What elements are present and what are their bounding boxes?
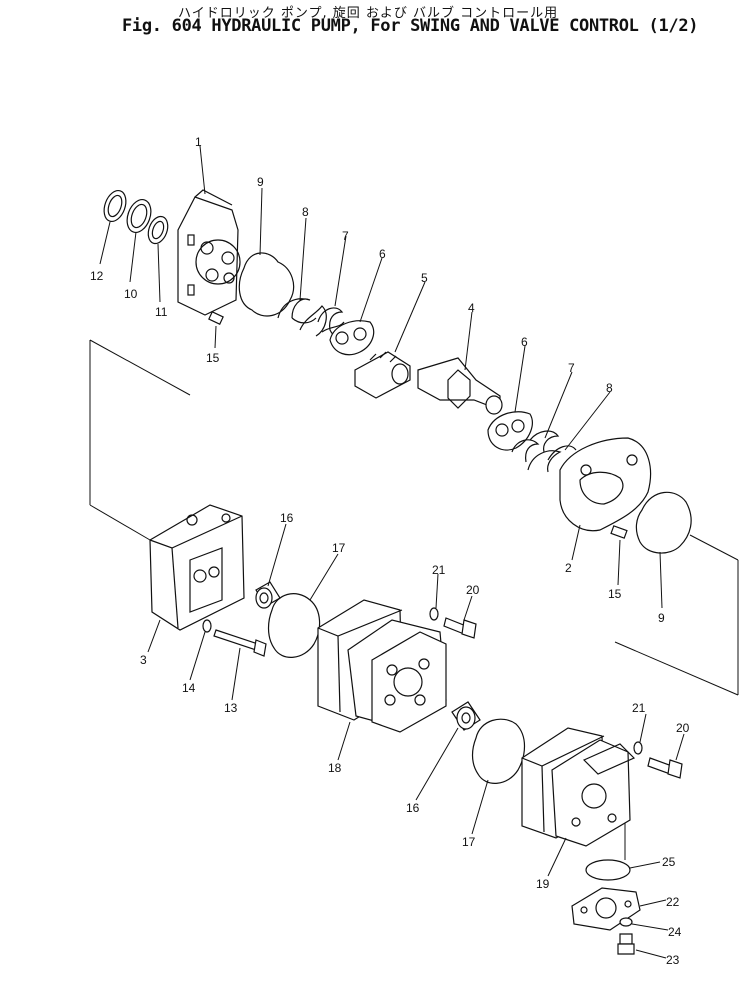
part-16-bearing-upper: [255, 581, 281, 609]
callout-21-upper: 21: [432, 563, 446, 577]
callout-20-lower: 20: [676, 721, 690, 735]
part-1-front-cover: [177, 189, 241, 316]
callout-12: 12: [90, 269, 104, 283]
part-4-driven-shaft: [417, 357, 503, 415]
part-6-plate-upper: [329, 320, 375, 356]
part-19-valve-body: [521, 727, 636, 847]
part-12-snap-ring: [103, 189, 127, 223]
callout-6-upper: 6: [379, 247, 386, 261]
part-21-washer-upper: [429, 607, 439, 621]
callout-14: 14: [182, 681, 196, 695]
callout-8-lower: 8: [606, 381, 613, 395]
callout-3: 3: [140, 653, 147, 667]
part-10-oil-seal: [126, 198, 152, 234]
part-5-drive-gear: [354, 351, 411, 399]
callout-9-upper: 9: [257, 175, 264, 189]
callout-10: 10: [124, 287, 138, 301]
part-3-flange-body: [149, 504, 245, 631]
part-21-washer-lower: [633, 741, 643, 755]
part-15-dowel-pin-upper: [208, 311, 224, 325]
title-japanese: ハイドロリック ポンプ, 旋回 および バルブ コントロール用: [178, 6, 559, 21]
part-14-washer: [202, 619, 212, 633]
callout-4: 4: [468, 301, 475, 315]
leader-lines: [99, 145, 685, 959]
callout-17-lower: 17: [462, 835, 476, 849]
callout-17-upper: 17: [332, 541, 346, 555]
part-11-ring: [147, 215, 169, 245]
part-7-seal-lower: [511, 430, 560, 463]
callout-11: 11: [155, 305, 168, 319]
callout-22: 22: [666, 895, 680, 909]
callout-16-upper: 16: [280, 511, 294, 525]
part-8-backup-ring-lower: [527, 445, 577, 473]
part-17-gasket-upper: [267, 593, 321, 658]
callout-19: 19: [536, 877, 550, 891]
part-13-bolt: [213, 629, 267, 657]
part-16-bearing-lower: [451, 701, 481, 731]
callout-7-lower: 7: [568, 361, 575, 375]
callout-25: 25: [662, 855, 676, 869]
callout-6-lower: 6: [521, 335, 528, 349]
callout-24: 24: [668, 925, 682, 939]
callout-20-upper: 20: [466, 583, 480, 597]
callout-16-lower: 16: [406, 801, 420, 815]
part-9-gasket-upper: [238, 252, 295, 317]
part-20-bolt-lower: [647, 757, 683, 779]
part-18-pump-body: [317, 599, 447, 733]
callout-labels: 1 2 3 4 5 6 6 7 7 8 8 9 9 10 11 12 13 14…: [90, 135, 690, 967]
callout-5: 5: [421, 271, 428, 285]
callout-15-lower: 15: [608, 587, 622, 601]
part-20-bolt-upper: [443, 617, 477, 639]
callout-15-upper: 15: [206, 351, 220, 365]
part-15-dowel-pin-lower: [610, 525, 628, 539]
callout-18: 18: [328, 761, 342, 775]
callout-8-upper: 8: [302, 205, 309, 219]
title-english: Fig. 604 HYDRAULIC PUMP, For SWING AND V…: [122, 16, 699, 36]
callout-9-lower: 9: [658, 611, 665, 625]
callout-7-upper: 7: [342, 229, 349, 243]
part-6-plate-lower: [487, 411, 533, 451]
part-24-washer: [619, 917, 633, 927]
part-9-gasket-lower: [635, 491, 692, 554]
part-23-bolt: [617, 933, 635, 955]
part-2-body: [559, 437, 652, 532]
callout-1: 1: [195, 135, 202, 149]
part-8-backup-ring-upper: [277, 298, 327, 337]
callout-13: 13: [224, 701, 238, 715]
part-17-gasket-lower: [471, 718, 526, 784]
callout-23: 23: [666, 953, 680, 967]
part-25-o-ring: [585, 859, 631, 881]
reference-lines: [89, 339, 739, 860]
callout-2: 2: [565, 561, 572, 575]
callout-21-lower: 21: [632, 701, 646, 715]
